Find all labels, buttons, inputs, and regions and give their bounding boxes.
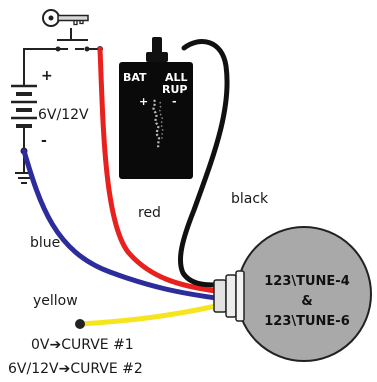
blue-wire-label: blue xyxy=(30,235,60,251)
curve-2-note: 6V/12V➔CURVE #2 xyxy=(8,361,143,377)
ignition-switch xyxy=(55,28,90,52)
ignition-coil xyxy=(119,37,193,179)
battery-icon xyxy=(11,84,37,151)
key-icon xyxy=(42,9,89,27)
coil-bat-label: BAT xyxy=(123,71,147,84)
distributor-ampersand: & xyxy=(301,294,312,309)
yellow-wire-end xyxy=(75,319,85,329)
black-wire-label: black xyxy=(231,191,269,207)
coil-minus-label: - xyxy=(172,95,177,108)
supply-wire xyxy=(23,48,100,84)
distributor-model-1: 123\TUNE-4 xyxy=(264,274,350,289)
curve-1-note: 0V➔CURVE #1 xyxy=(31,337,134,353)
red-wire-label: red xyxy=(138,205,161,221)
battery-voltage-label: 6V/12V xyxy=(38,107,89,123)
red-wire xyxy=(97,46,219,294)
coil-rup-label: RUP xyxy=(162,83,187,96)
battery-plus-label: + xyxy=(41,68,53,84)
distributor-model-2: 123\TUNE-6 xyxy=(264,314,350,329)
blue-wire xyxy=(21,148,219,301)
yellow-wire-label: yellow xyxy=(33,293,78,309)
yellow-wire xyxy=(77,303,219,327)
battery-minus-label: - xyxy=(41,133,47,149)
distributor xyxy=(213,226,372,362)
coil-all-label: ALL xyxy=(165,71,188,84)
coil-plus-label: + xyxy=(139,95,148,108)
black-wire xyxy=(178,39,230,288)
